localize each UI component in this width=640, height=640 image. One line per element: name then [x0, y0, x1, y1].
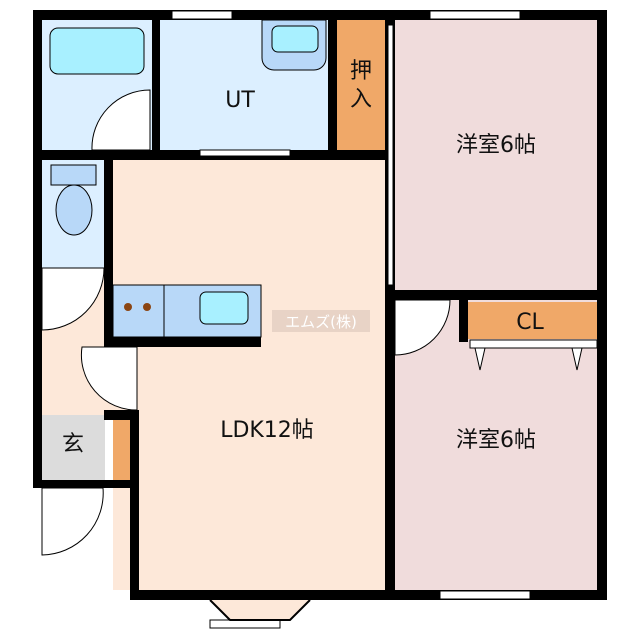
label-entrance: 玄	[62, 432, 84, 457]
label-ut: UT	[225, 88, 255, 113]
toilet-bowl	[55, 184, 93, 236]
entrance-area	[42, 415, 105, 480]
label-bedroom-north: 洋室6帖	[456, 133, 536, 158]
label-ldk: LDK12帖	[220, 418, 314, 443]
oshiire-closet	[337, 20, 385, 152]
label-closet: CL	[516, 310, 544, 335]
windows	[171, 10, 598, 629]
label-oshiire-2: 入	[350, 87, 372, 112]
ldk-room	[113, 160, 385, 590]
watermark: エムズ(株)	[285, 313, 357, 331]
doors	[41, 89, 583, 556]
basin-bowl	[271, 25, 319, 53]
label-bedroom-south: 洋室6帖	[456, 428, 536, 453]
stove-burner-icon	[124, 303, 132, 311]
watermark-bg	[272, 310, 370, 332]
bedroom-north	[395, 20, 597, 292]
bathtub	[49, 27, 145, 75]
label-oshiire-1: 押	[350, 59, 372, 84]
kitchen-sink	[199, 291, 249, 325]
bay-window	[209, 599, 311, 621]
toilet-tank	[50, 164, 97, 186]
closet-cl	[468, 302, 597, 339]
stove-burner-icon	[143, 303, 151, 311]
